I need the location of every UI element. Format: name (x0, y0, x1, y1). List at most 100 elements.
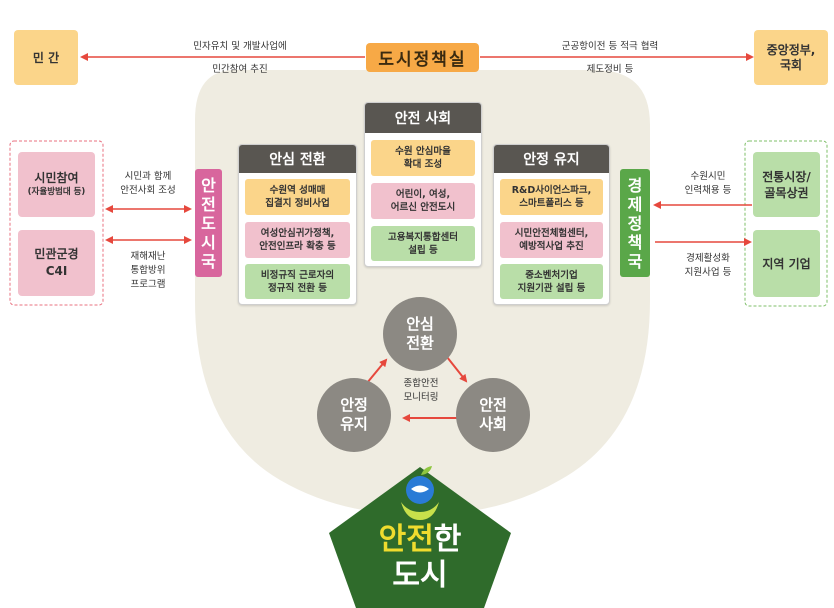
safe-city-title-line2: 도시 (392, 558, 448, 593)
c3-item-1: R&D사이언스파크, 스마트폴리스 등 (500, 179, 603, 215)
vt-l-3: 시 (201, 232, 216, 252)
safe-city-bureau-tag: 안 전 도 시 국 (195, 169, 222, 277)
safe-city-pentagon (329, 467, 511, 608)
c4i-label-line1: 민관군경 (34, 247, 79, 261)
city-policy-office-title: 도시정책실 (378, 50, 467, 70)
c1-item-3-line1: 비정규직 근로자의 (260, 269, 335, 281)
logo-leaf (421, 466, 432, 475)
citizen-participation-sub: (자율방범대 등) (27, 187, 86, 197)
right-label-1-line2: 인력채용 등 (684, 185, 732, 196)
cycle-top-line1: 안심 (406, 315, 434, 333)
column-stable-maintenance-title: 안정 유지 (494, 145, 609, 173)
safe-city-title-rest: 한 (433, 522, 462, 557)
private-sector-label: 민 간 (32, 51, 60, 65)
c1-item-3: 비정규직 근로자의 정규직 전환 등 (245, 264, 350, 299)
government-label-line1: 중앙정부, (766, 42, 816, 57)
right-label-2: 경제활성화 지원사업 등 (668, 252, 748, 280)
traditional-market-label-1: 전통시장/ (762, 169, 811, 184)
c2-item-2-line1: 어린이, 여성, (395, 189, 451, 200)
c3-item-3-line2: 지원기관 설립 등 (517, 282, 586, 294)
c4i-box: 민관군경 C4I (18, 230, 95, 296)
c2-item-2-line2: 어르신 안전도시 (390, 202, 456, 213)
right-top-label-upper: 군공항이전 등 적극 협력 (561, 41, 659, 52)
vt-l-0: 안 (201, 175, 216, 195)
column-safe-transition-title: 안심 전환 (239, 145, 356, 173)
safe-city-title-accent: 안전 (378, 522, 434, 557)
left-top-label-lower: 민간참여 추진 (212, 64, 268, 75)
cycle-left-line2: 유지 (340, 415, 368, 433)
column-safe-society: 안전 사회 수원 안심마을 확대 조성 어린이, 여성, 어르신 안전도시 고용… (364, 102, 482, 267)
c1-item-1-line2: 집결지 정비사업 (265, 198, 330, 209)
c2-item-3-line1: 고용복지통합센터 (388, 231, 458, 243)
right-label-2-line1: 경제활성화 (686, 253, 730, 264)
logo-hands (401, 502, 439, 520)
vt-r-0: 경 (627, 175, 643, 195)
cycle-left-line1: 안정 (340, 396, 368, 414)
c1-item-2: 여성안심귀가정책, 안전인프라 확충 등 (245, 222, 350, 258)
left-label-1-line2: 안전사회 조성 (120, 185, 176, 196)
left-label-1: 시민과 함께 안전사회 조성 (108, 170, 188, 198)
c2-item-1-line2: 확대 조성 (403, 159, 443, 170)
cycle-right-line1: 안전 (479, 396, 507, 414)
c3-item-1-line1: R&D사이언스파크, (511, 185, 592, 196)
vt-r-4: 국 (627, 251, 643, 271)
cycle-center-label: 종합안전 모니터링 (385, 377, 457, 405)
government-box: 중앙정부, 국회 (754, 30, 828, 85)
cycle-center-line1: 종합안전 (403, 378, 439, 389)
cycle-center-line2: 모니터링 (403, 392, 439, 403)
vt-r-2: 정 (627, 213, 643, 233)
c4i-label-line2: C4I (45, 264, 68, 278)
economic-policy-bureau-tag: 경 제 정 책 국 (620, 169, 650, 277)
c2-item-1: 수원 안심마을 확대 조성 (371, 140, 475, 176)
vt-r-3: 책 (627, 232, 643, 252)
cycle-circle-safe-society: 안전 사회 (456, 378, 530, 452)
local-business-box: 지역 기업 (753, 230, 820, 297)
c3-item-3-line1: 중소벤처기업 (525, 269, 578, 281)
c1-item-2-line1: 여성안심귀가정책, (260, 228, 335, 239)
vt-l-4: 국 (201, 251, 216, 271)
c3-item-2-line1: 시민안전체험센터, (514, 228, 589, 239)
vt-l-1: 전 (201, 194, 216, 214)
column-safe-society-title: 안전 사회 (365, 103, 481, 133)
c2-item-1-line1: 수원 안심마을 (395, 146, 451, 157)
cycle-circle-stable-maintenance: 안정 유지 (317, 378, 391, 452)
left-label-2-line2: 통합방위 (130, 265, 166, 276)
left-label-2: 재해재난 통합방위 프로그램 (108, 250, 188, 292)
traditional-market-label-2: 골목상권 (764, 185, 809, 200)
c2-item-3-line2: 설립 등 (408, 244, 438, 256)
citizen-participation-box: 시민참여 (자율방범대 등) (18, 152, 95, 217)
c1-item-3-line2: 정규직 전환 등 (267, 282, 328, 294)
cycle-arrow-left-top (366, 358, 388, 384)
c3-item-1-line2: 스마트폴리스 등 (519, 198, 584, 209)
left-dashed-frame (9, 140, 104, 306)
right-label-2-line2: 지원사업 등 (684, 267, 732, 278)
c3-item-2: 시민안전체험센터, 예방적사업 추진 (500, 222, 603, 258)
cycle-top-line2: 전환 (406, 334, 434, 352)
c3-item-3: 중소벤처기업 지원기관 설립 등 (500, 264, 603, 299)
column-stable-maintenance: 안정 유지 R&D사이언스파크, 스마트폴리스 등 시민안전체험센터, 예방적사… (493, 144, 610, 305)
local-business-label: 지역 기업 (762, 257, 811, 271)
right-label-1: 수원시민 인력채용 등 (668, 170, 748, 198)
safe-city-title-line1: 안전한 (356, 522, 484, 558)
citizen-participation-label: 시민참여 (34, 171, 79, 185)
vt-l-2: 도 (201, 213, 216, 233)
private-sector-box: 민 간 (14, 30, 78, 85)
column-safe-transition: 안심 전환 수원역 성매매 집결지 정비사업 여성안심귀가정책, 안전인프라 확… (238, 144, 357, 305)
left-top-label-upper: 민자유치 및 개발사업에 (193, 41, 287, 52)
government-label-line2: 국회 (779, 57, 803, 72)
logo-swirl (411, 485, 429, 493)
right-top-label-lower: 제도정비 등 (586, 64, 634, 75)
left-label-2-line1: 재해재난 (130, 251, 166, 262)
right-label-1-line1: 수원시민 (690, 171, 726, 182)
vt-r-1: 제 (627, 194, 643, 214)
cycle-right-line2: 사회 (479, 415, 507, 433)
right-dashed-frame (744, 140, 828, 307)
cycle-circle-safe-transition: 안심 전환 (383, 297, 457, 371)
c1-item-2-line2: 안전인프라 확충 등 (259, 241, 336, 252)
safe-city-title: 안전한 도시 (356, 522, 484, 594)
cycle-arrow-top-right (446, 356, 468, 383)
c1-item-1-line1: 수원역 성매매 (269, 185, 326, 196)
c3-item-2-line2: 예방적사업 추진 (519, 241, 584, 252)
traditional-market-box: 전통시장/ 골목상권 (753, 152, 820, 217)
c1-item-1: 수원역 성매매 집결지 정비사업 (245, 179, 350, 215)
